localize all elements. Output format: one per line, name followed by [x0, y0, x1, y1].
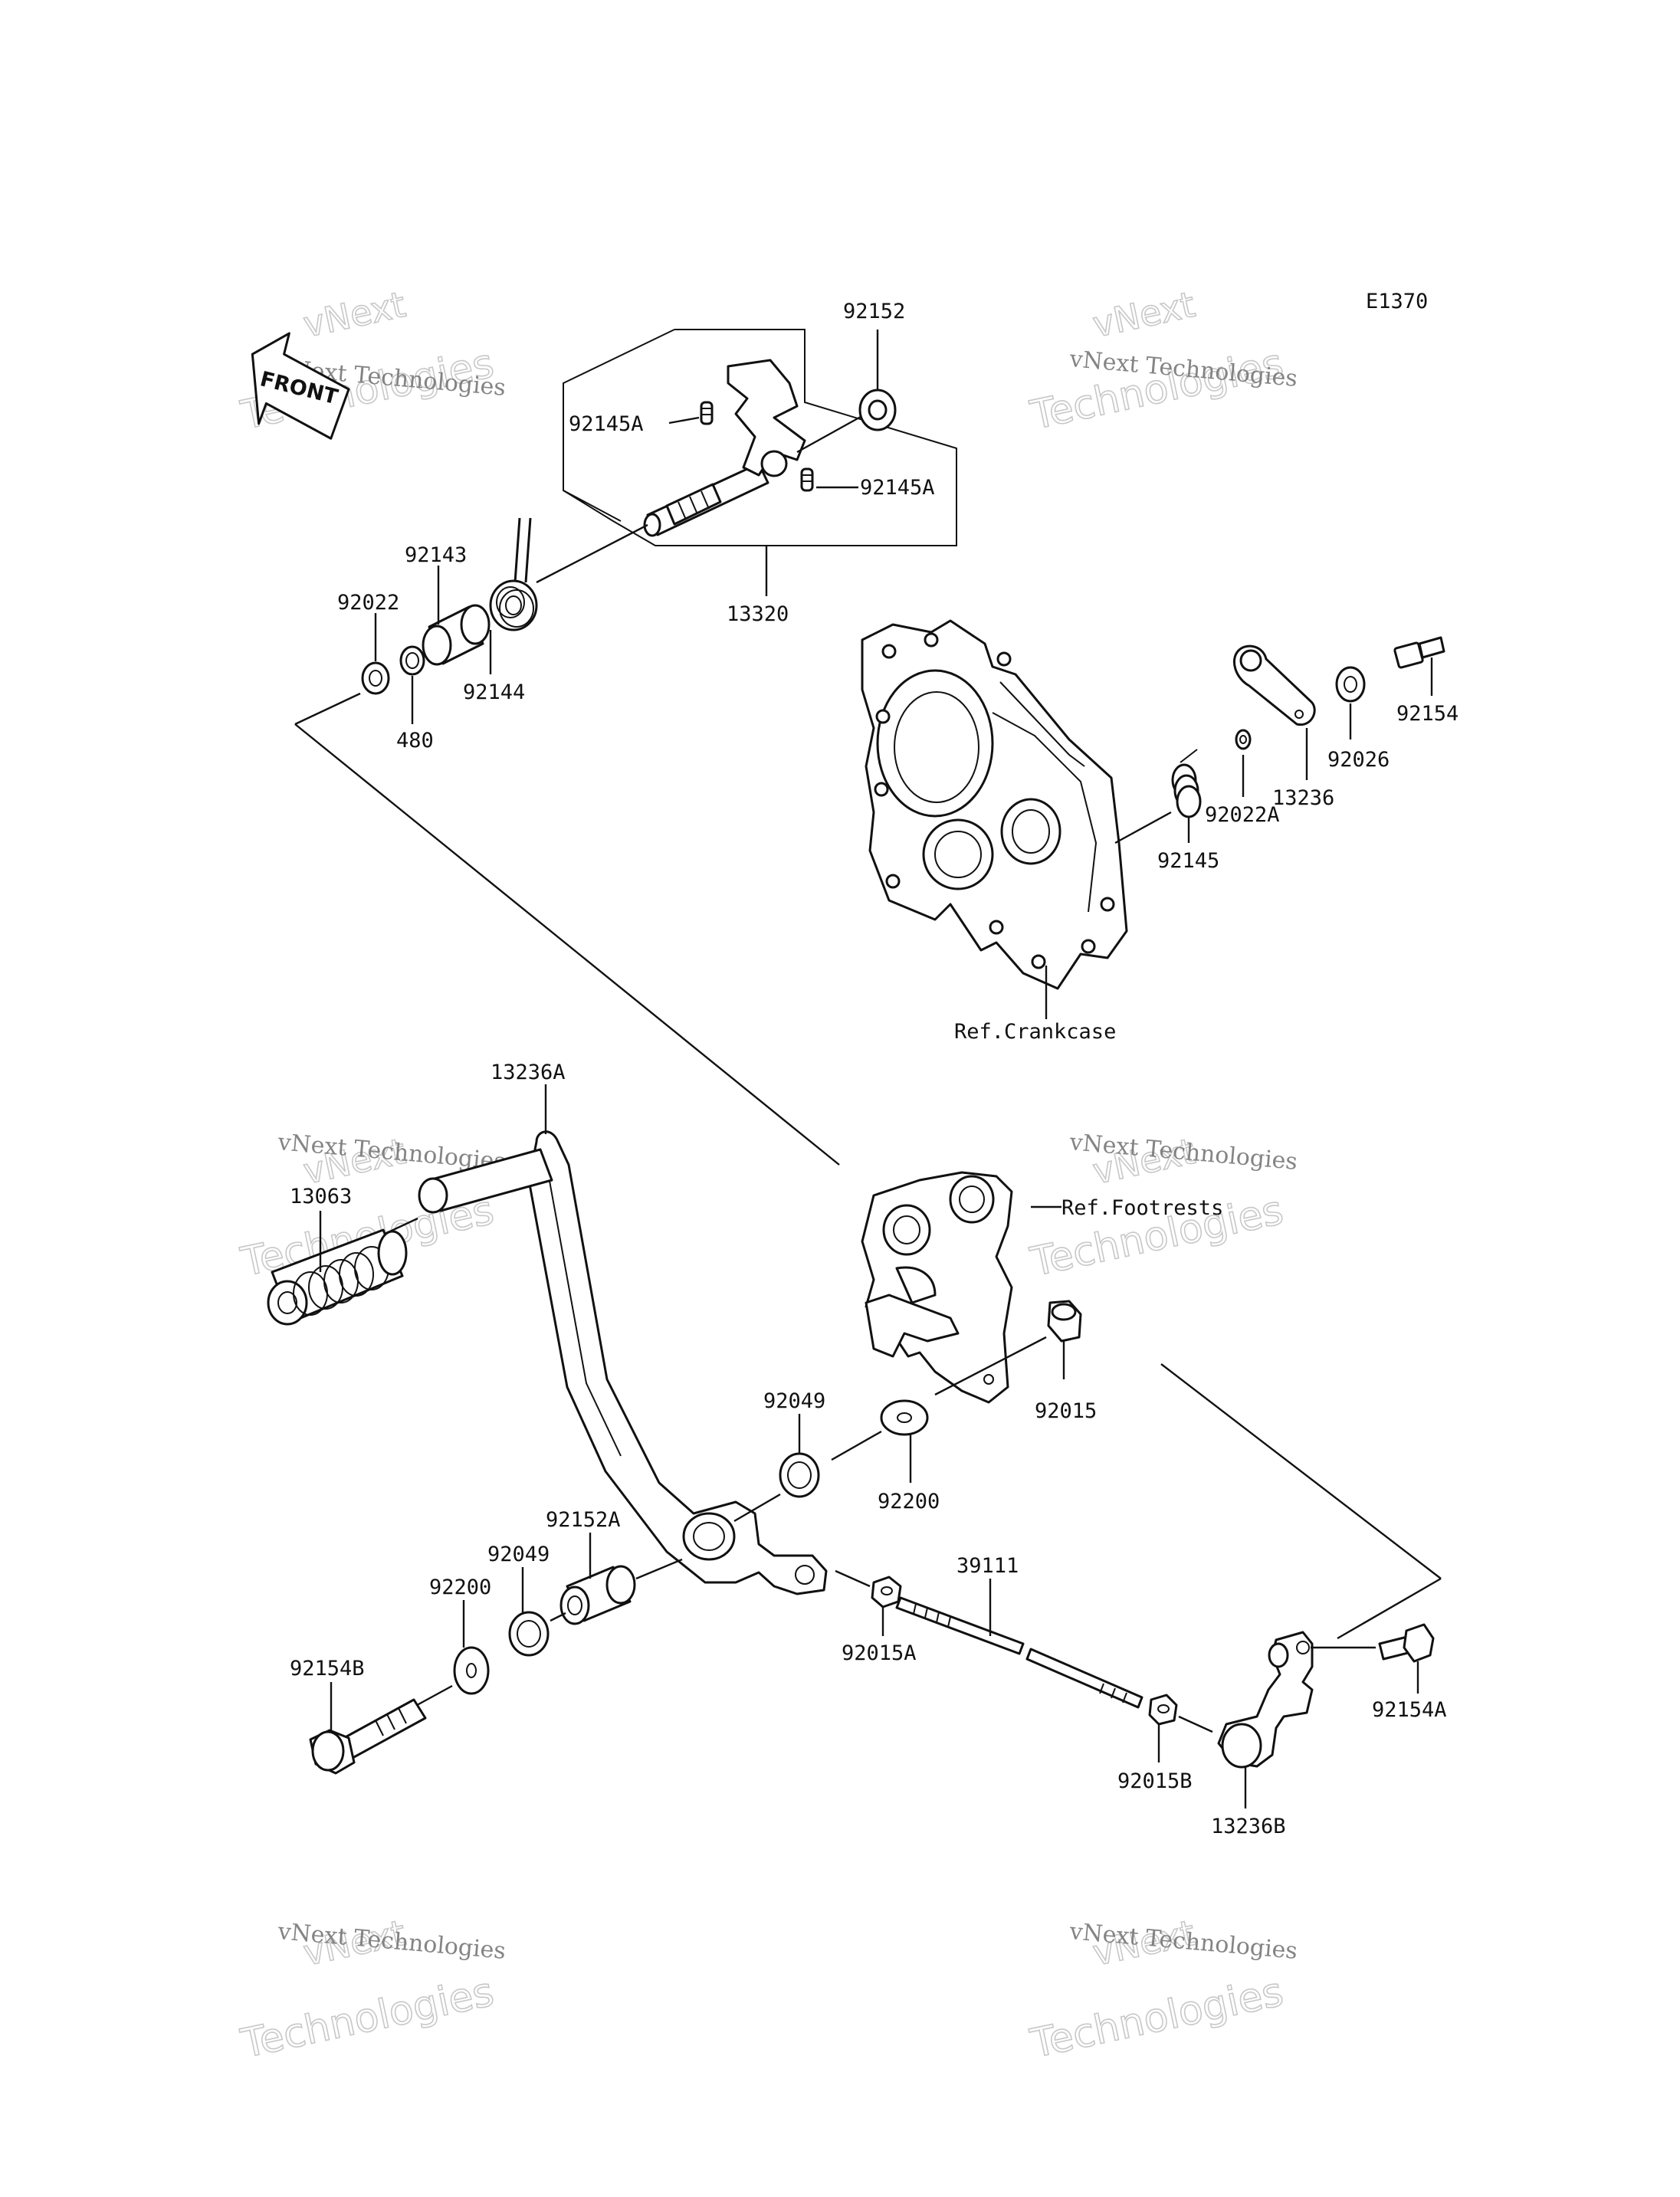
part-92145A-spring-top — [700, 401, 714, 425]
svg-text:vNext: vNext — [1089, 284, 1199, 346]
svg-text:Technologies: Technologies — [1026, 1969, 1287, 2067]
label-92200-left: 92200 — [429, 1576, 491, 1599]
part-92022A-washer — [1235, 729, 1252, 750]
part-92154-bolt — [1393, 636, 1445, 669]
label-92022A: 92022A — [1205, 803, 1280, 827]
label-92154B: 92154B — [290, 1657, 365, 1681]
label-92154: 92154 — [1396, 702, 1459, 726]
part-92143-collar — [422, 604, 491, 666]
assembly-bracket — [563, 329, 957, 546]
axis-line-bracket-nut — [934, 1336, 1047, 1396]
label-92026: 92026 — [1327, 748, 1390, 772]
part-92200-washer-left — [453, 1646, 490, 1695]
pedal-peg — [418, 1148, 553, 1214]
crankcase-cover — [861, 619, 1128, 990]
part-92026-collar — [1335, 666, 1366, 703]
label-92143: 92143 — [405, 543, 467, 567]
axis-line-diagonal-lower-return — [1337, 1577, 1442, 1640]
watermark-bottom-right: vNext Technologies vNext Technologies — [1025, 1911, 1298, 2068]
label-92152A: 92152A — [546, 1508, 621, 1532]
part-92152A-bushing — [559, 1565, 636, 1625]
label-92145: 92145 — [1157, 849, 1219, 873]
part-13063-rubber — [267, 1228, 408, 1326]
label-92200-right: 92200 — [878, 1490, 940, 1513]
part-92145A-spring-right — [800, 467, 814, 492]
svg-text:vNext: vNext — [300, 284, 409, 346]
label-480: 480 — [396, 729, 434, 753]
label-ref-footrests: Ref.Footrests — [1061, 1196, 1223, 1220]
label-92015B: 92015B — [1117, 1769, 1193, 1793]
label-92152: 92152 — [843, 300, 905, 323]
watermark-bottom-left: vNext Technologies vNext Technologies — [236, 1911, 507, 2068]
label-92154A: 92154A — [1372, 1698, 1447, 1722]
label-ref-crankcase: Ref.Crankcase — [954, 1020, 1116, 1044]
part-92015A-nut — [871, 1576, 902, 1608]
part-13236-lever — [1233, 644, 1316, 726]
label-92049-top: 92049 — [763, 1389, 825, 1413]
label-13236B: 13236B — [1211, 1815, 1286, 1838]
diagram-code: E1370 — [1366, 290, 1428, 313]
label-13063: 13063 — [290, 1185, 352, 1208]
part-39111-tie-rod — [895, 1596, 1144, 1709]
label-92145A-top: 92145A — [569, 412, 644, 436]
axis-line-diagonal-upper — [294, 723, 840, 1166]
watermark-top-right: vNext Technologies vNext Technologies — [1025, 283, 1298, 440]
part-92152-seal — [858, 389, 897, 431]
label-92144: 92144 — [463, 680, 525, 704]
part-92015B-nut — [1148, 1694, 1178, 1726]
axis-line-shaft-seal — [796, 412, 867, 454]
label-92022: 92022 — [337, 591, 399, 615]
part-92022-washer — [361, 661, 390, 695]
shift-shaft — [643, 359, 806, 537]
axis-line-shaft-spring — [536, 523, 648, 584]
part-92049-seal-left — [508, 1611, 550, 1657]
assembly-bracket-left — [563, 329, 675, 522]
svg-text:Technologies: Technologies — [237, 1969, 497, 2067]
label-39111: 39111 — [956, 1554, 1019, 1578]
label-92049-left: 92049 — [487, 1543, 550, 1566]
axis-line-diagonal-stub — [294, 692, 361, 726]
part-480-circlip — [399, 645, 425, 676]
label-92015A: 92015A — [842, 1641, 917, 1665]
part-92154B-bolt — [309, 1698, 427, 1775]
part-13236B-lever — [1217, 1631, 1314, 1769]
part-92015-nut — [1047, 1300, 1082, 1343]
label-13320: 13320 — [727, 602, 789, 626]
footrest-bracket — [861, 1171, 1013, 1404]
part-92200-washer-right — [880, 1399, 929, 1436]
label-13236: 13236 — [1272, 786, 1334, 810]
part-92154A-bolt — [1378, 1623, 1435, 1663]
part-92145-spring — [1171, 749, 1202, 818]
label-92015: 92015 — [1035, 1399, 1097, 1423]
part-92049-seal-top — [779, 1452, 820, 1498]
label-92145A-right: 92145A — [860, 476, 935, 500]
axis-line-diagonal-lower — [1160, 1363, 1442, 1579]
label-13236A: 13236A — [491, 1061, 566, 1084]
part-92144-spring — [489, 517, 538, 631]
